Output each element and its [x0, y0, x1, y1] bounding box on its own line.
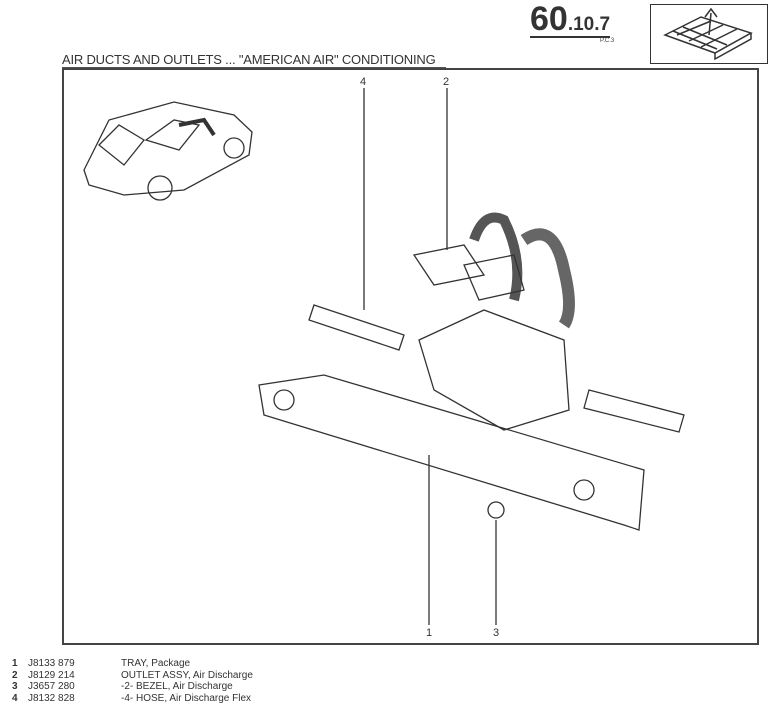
section-major: 60 — [530, 0, 568, 38]
page-title: AIR DUCTS AND OUTLETS ... "AMERICAN AIR"… — [62, 52, 446, 68]
parts-row: 4 J8132 828 -4- HOSE, Air Discharge Flex — [12, 693, 253, 705]
parts-row: 2 J8129 214 OUTLET ASSY, Air Discharge — [12, 670, 253, 682]
parts-row: 3 J3657 280 -2- BEZEL, Air Discharge — [12, 681, 253, 693]
page-code: P.C.3 — [600, 38, 615, 44]
part-number: J8132 828 — [28, 692, 75, 704]
exploded-view-drawing — [83, 88, 685, 625]
item-number: 3 — [12, 681, 18, 692]
item-number: 4 — [12, 692, 18, 704]
callout-4: 4 — [360, 76, 367, 88]
item-number: 1 — [12, 658, 18, 669]
part-number: J3657 280 — [28, 681, 75, 692]
item-number: 2 — [12, 669, 18, 681]
callout-3: 3 — [493, 627, 500, 639]
car-location-icon — [83, 101, 253, 201]
part-number: J8133 879 — [28, 658, 75, 669]
parts-diagram: 4 2 1 3 — [62, 68, 759, 645]
part-description: TRAY, Package — [121, 658, 191, 669]
parts-list: 1 J8133 879 TRAY, Package 2 J8129 214 OUTLET… — [12, 658, 253, 704]
section-minor: .10.7 — [567, 14, 611, 35]
callout-2: 2 — [443, 76, 450, 88]
parts-row: 1 J8133 879 TRAY, Package — [12, 658, 253, 670]
part-description: -2- BEZEL, Air Discharge — [121, 681, 233, 692]
page-number: 60.10.7 — [530, 0, 611, 38]
part-number: J8129 214 — [28, 669, 75, 681]
callout-1: 1 — [426, 627, 433, 639]
part-description: -4- HOSE, Air Discharge Flex — [121, 692, 252, 704]
tray-section-icon — [650, 4, 768, 64]
part-description: OUTLET ASSY, Air Discharge — [121, 669, 253, 681]
